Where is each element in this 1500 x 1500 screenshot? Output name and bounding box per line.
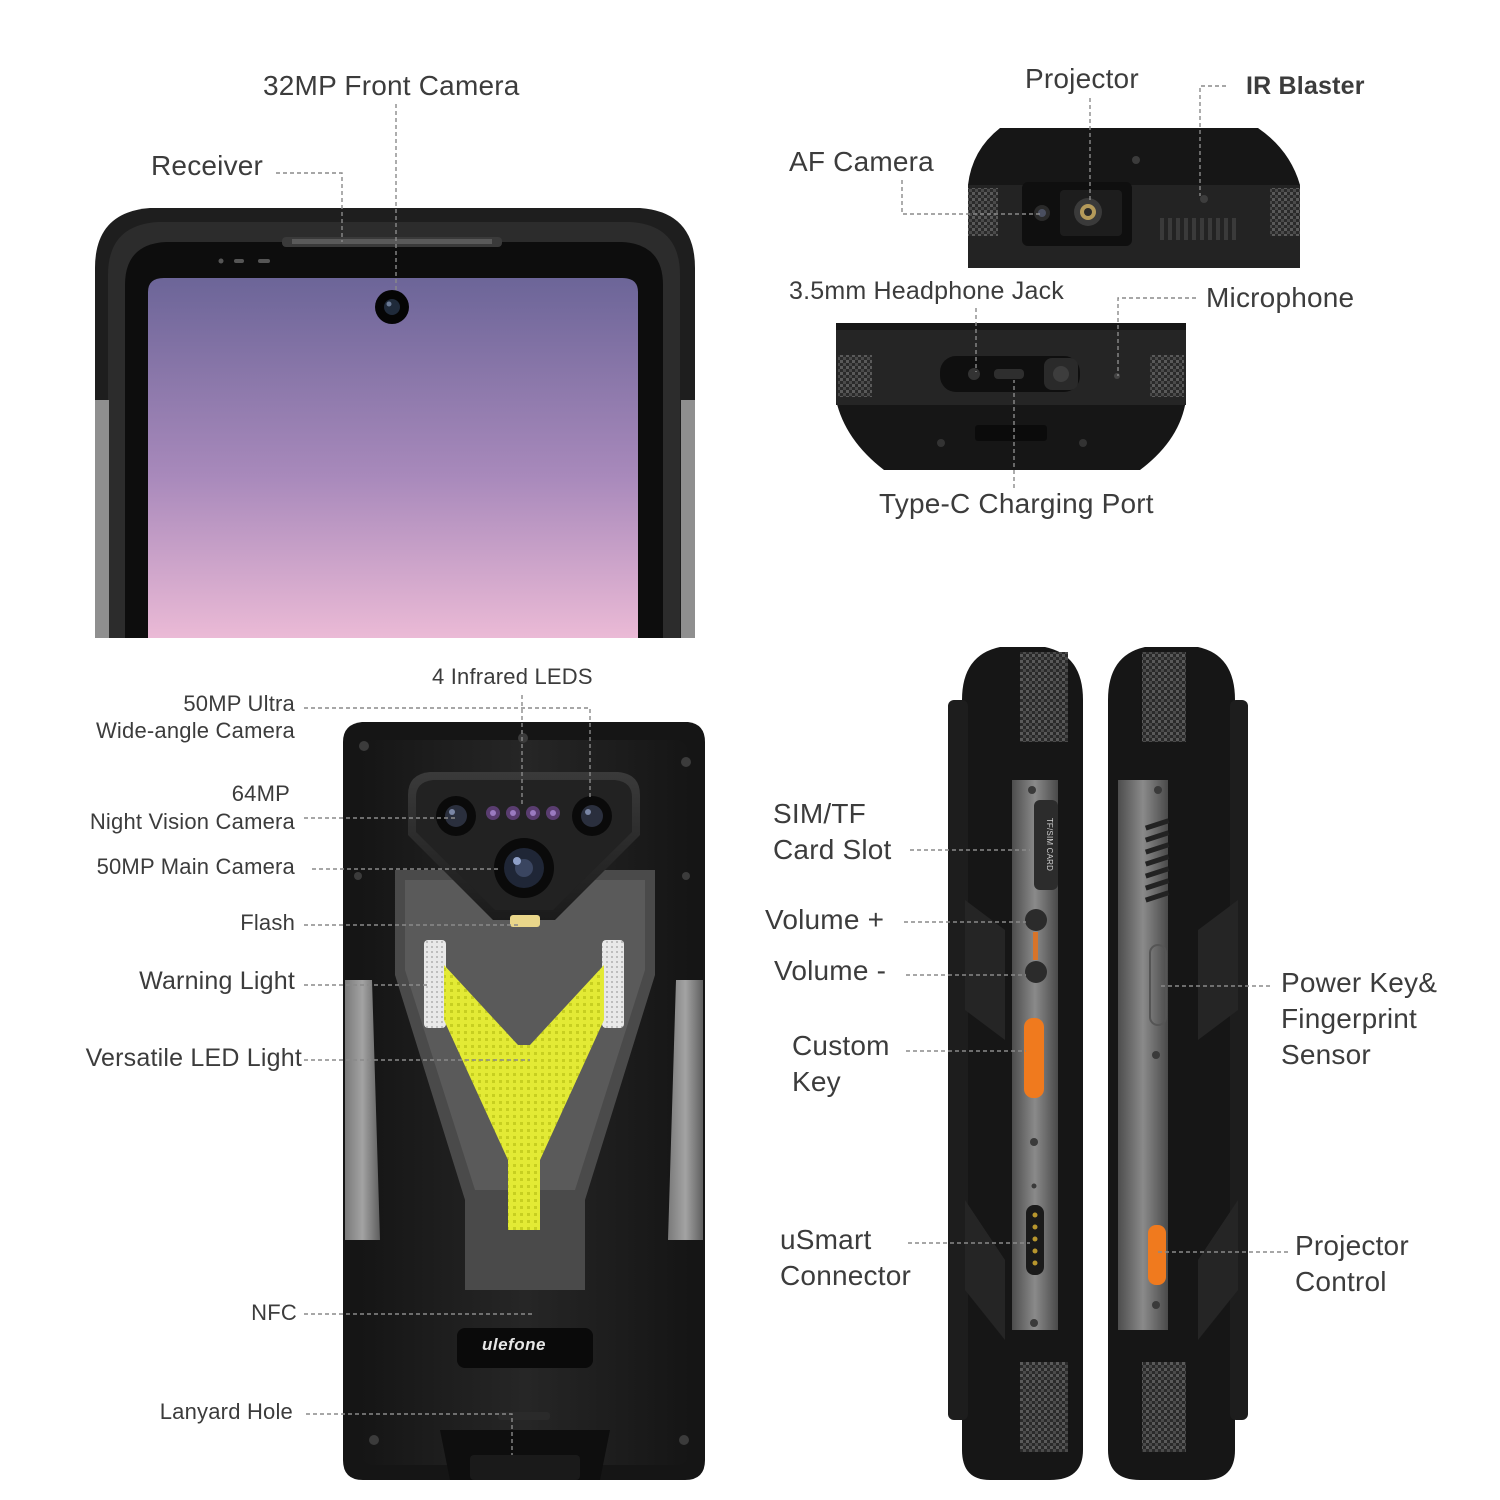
sim-tray — [1034, 800, 1058, 890]
power-key-label-3: Sensor — [1281, 1039, 1371, 1070]
projector-label: Projector — [1025, 63, 1139, 94]
back-view — [343, 722, 705, 1480]
usmart-label-2: Connector — [780, 1260, 911, 1291]
lanyard-label: Lanyard Hole — [159, 1399, 293, 1424]
nfc-label: NFC — [251, 1300, 297, 1325]
custom-key-label-1: Custom — [792, 1030, 890, 1061]
flash-label: Flash — [240, 910, 295, 935]
custom-key-label-2: Key — [792, 1066, 841, 1097]
projector-control-key — [1148, 1225, 1166, 1285]
right-side-view — [1108, 647, 1248, 1480]
night-vision-label-1: 64MP — [231, 781, 290, 806]
ir-blaster-label: IR Blaster — [1246, 72, 1365, 100]
custom-key — [1024, 1018, 1044, 1098]
microphone-label: Microphone — [1206, 282, 1355, 313]
projector-control-label-2: Control — [1295, 1266, 1387, 1297]
top-edge-view — [968, 128, 1300, 268]
volume-down-label: Volume - — [774, 955, 887, 986]
warning-light-right — [602, 940, 624, 1028]
volume-up-label: Volume + — [765, 904, 885, 935]
front-view — [95, 208, 695, 638]
power-key-label-1: Power Key& — [1281, 967, 1438, 998]
volume-down-key — [1025, 961, 1047, 983]
infrared-leds — [486, 806, 560, 820]
sim-slot-marking: TF/SIM CARD — [1045, 817, 1055, 872]
power-key — [1149, 944, 1167, 1026]
bottom-edge-view — [836, 323, 1186, 470]
led-panel — [444, 965, 604, 1230]
sim-label-1: SIM/TF — [773, 798, 866, 829]
power-key-label-2: Fingerprint — [1281, 1003, 1418, 1034]
headphone-jack-label: 3.5mm Headphone Jack — [789, 277, 1064, 305]
receiver-label: Receiver — [151, 150, 264, 181]
night-vision-label-2: Night Vision Camera — [89, 809, 295, 834]
sim-label-2: Card Slot — [773, 834, 892, 865]
af-camera-label: AF Camera — [789, 146, 934, 177]
ultra-wide-label-1: 50MP Ultra — [183, 691, 295, 716]
brand-logo: ulefone — [482, 1335, 546, 1354]
led-light-label: Versatile LED Light — [85, 1044, 302, 1072]
main-camera-label: 50MP Main Camera — [96, 854, 295, 879]
warning-light-left — [424, 940, 446, 1028]
usmart-label-1: uSmart — [780, 1224, 872, 1255]
type-c-label: Type-C Charging Port — [879, 488, 1154, 519]
infrared-leds-label: 4 Infrared LEDS — [432, 664, 593, 689]
flash-led — [510, 915, 540, 927]
volume-up-key — [1025, 909, 1047, 931]
front-camera-label: 32MP Front Camera — [263, 70, 520, 101]
warning-light-label: Warning Light — [139, 967, 295, 995]
leader-lines — [276, 85, 1288, 1455]
projector-control-label-1: Projector — [1295, 1230, 1409, 1261]
ultra-wide-label-2: Wide-angle Camera — [95, 718, 295, 743]
left-side-view — [948, 647, 1083, 1480]
